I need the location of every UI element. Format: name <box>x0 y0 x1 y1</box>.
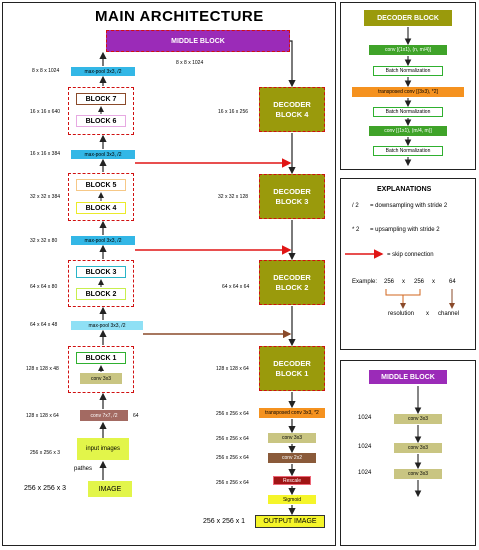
block-3: BLOCK 3 <box>76 266 126 278</box>
rescale-box: Rescale <box>273 476 311 485</box>
middle-channels-3: 1024 <box>358 470 372 476</box>
middle-channels-1: 1024 <box>358 415 372 421</box>
dim-label: 32 x 32 x 128 <box>218 194 249 200</box>
block-4: BLOCK 4 <box>76 202 126 214</box>
maxpool-box: max-pool 3x3, /2 <box>71 150 135 159</box>
block1-conv-box: conv 3x3 <box>80 373 122 384</box>
explanations-panel <box>340 178 476 350</box>
decoder-block-2: DECODER BLOCK 2 <box>259 260 325 305</box>
decoder-block-3: DECODER BLOCK 3 <box>259 174 325 219</box>
example-c: 64 <box>449 279 456 285</box>
main-middle-block: MIDDLE BLOCK <box>106 30 290 52</box>
decoder-tconv: transposed conv [(3x3), *2] <box>352 87 464 97</box>
sigmoid-box: Sigmoid <box>268 495 316 504</box>
block-1: BLOCK 1 <box>76 352 126 364</box>
decoder-panel-title: DECODER BLOCK <box>364 10 452 26</box>
dim-label: 128 x 128 x 48 <box>26 366 59 372</box>
example-x3: x <box>426 311 429 317</box>
decoder-block-1: DECODER BLOCK 1 <box>259 346 325 391</box>
dim-label: 256 x 256 x 3 <box>30 450 61 456</box>
middle-panel-title: MIDDLE BLOCK <box>369 370 447 384</box>
maxpool-box: max-pool 3x3, /2 <box>71 321 143 330</box>
dim-label: 32 x 32 x 80 <box>30 238 58 244</box>
example-b: 256 <box>414 279 425 285</box>
dim-label: 8 x 8 x 1024 <box>176 60 204 66</box>
maxpool-box: max-pool 3x3, /2 <box>71 236 135 245</box>
explanations-title: EXPLANATIONS <box>377 186 432 193</box>
block-group-7-6 <box>68 87 134 135</box>
dim-label: 64 x 64 x 64 <box>222 284 250 290</box>
dim-label: 8 x 8 x 1024 <box>32 68 60 74</box>
block-group-1 <box>68 346 134 393</box>
conv7x7-box: conv 7x7, /2 <box>80 410 128 421</box>
decoder-bn-3: Batch Normalization <box>373 146 443 156</box>
middle-conv-3: conv 3x3 <box>394 469 442 479</box>
example-x1: x <box>402 279 405 285</box>
dim-label: 256 x 256 x 1 <box>203 518 246 525</box>
dim-label: 256 x 256 x 64 <box>216 411 249 417</box>
block-5: BLOCK 5 <box>76 179 126 191</box>
dim-label: 64 <box>133 413 139 419</box>
block-2: BLOCK 2 <box>76 288 126 300</box>
image-box: IMAGE <box>88 481 132 497</box>
maxpool-box: max-pool 3x3, /2 <box>71 67 135 76</box>
downsampling-key: / 2 <box>352 203 359 209</box>
dim-label: 32 x 32 x 384 <box>30 194 61 200</box>
upsampling-text: = upsampling with stride 2 <box>370 227 440 233</box>
dim-label: 256 x 256 x 64 <box>216 480 249 486</box>
transposed-conv-box: transposed conv 3x3, *2 <box>259 408 325 418</box>
dim-label: 64 x 64 x 80 <box>30 284 58 290</box>
example-a: 256 <box>384 279 395 285</box>
decoder-conv-b: conv [(1x1), (m/4, m)] <box>369 126 447 136</box>
input-images-box: input images <box>77 438 129 460</box>
dim-label: 64 x 64 x 48 <box>30 322 58 328</box>
dim-label: 16 x 16 x 384 <box>30 151 61 157</box>
dim-label: 256 x 256 x 3 <box>24 485 67 492</box>
decoder-conv-a: conv [(1x1), (n, m/4)] <box>369 45 447 55</box>
dim-label: 256 x 256 x 64 <box>216 436 249 442</box>
conv2x2-box: conv 2x2 <box>268 453 316 463</box>
dim-label: 128 x 128 x 64 <box>216 366 249 372</box>
middle-block-panel <box>340 360 476 546</box>
dim-label: 128 x 128 x 64 <box>26 413 59 419</box>
middle-channels-2: 1024 <box>358 444 372 450</box>
skip-connection-text: = skip connection <box>387 252 434 258</box>
resolution-label: resolution <box>388 311 415 317</box>
block-6: BLOCK 6 <box>76 115 126 127</box>
block-group-5-4 <box>68 173 134 221</box>
example-label: Example: <box>352 279 378 285</box>
example-x2: x <box>432 279 435 285</box>
decoder-bn-1: Batch Normalization <box>373 66 443 76</box>
decoder-bn-2: Batch Normalization <box>373 107 443 117</box>
middle-conv-1: conv 3x3 <box>394 414 442 424</box>
decoder-block-4: DECODER BLOCK 4 <box>259 87 325 132</box>
channel-label: channel <box>438 311 460 317</box>
main-architecture-title: MAIN ARCHITECTURE <box>95 8 264 25</box>
dim-label: 256 x 256 x 64 <box>216 455 249 461</box>
upsampling-key: * 2 <box>352 227 360 233</box>
output-image-box: OUTPUT IMAGE <box>255 515 325 528</box>
block-group-3-2 <box>68 260 134 307</box>
pathes-label: pathes <box>74 466 93 472</box>
downsampling-text: = downsampling with stride 2 <box>370 203 448 209</box>
dim-label: 16 x 16 x 640 <box>30 109 61 115</box>
conv3x3-box: conv 3x3 <box>268 433 316 443</box>
middle-conv-2: conv 3x3 <box>394 443 442 453</box>
dim-label: 16 x 16 x 256 <box>218 109 249 115</box>
block-7: BLOCK 7 <box>76 93 126 105</box>
